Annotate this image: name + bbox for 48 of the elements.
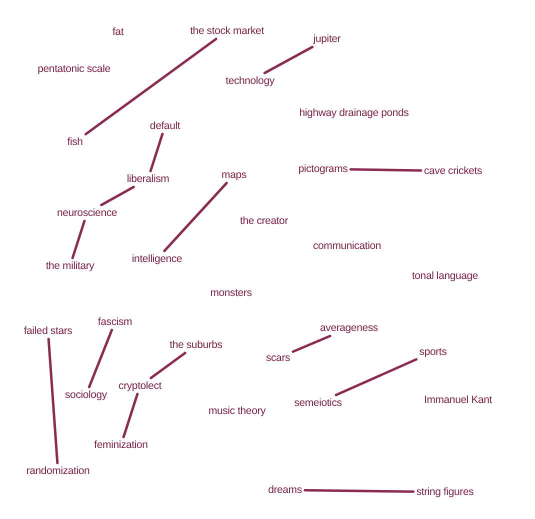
word-label: the suburbs xyxy=(168,339,224,351)
word-label: communication xyxy=(312,240,382,252)
word-label: monsters xyxy=(209,287,253,299)
word-label: semeiotics xyxy=(293,397,343,409)
word-label: fish xyxy=(66,136,84,148)
word-label: failed stars xyxy=(22,325,74,337)
word-label: intelligence xyxy=(130,253,184,265)
word-label: technology xyxy=(224,75,276,87)
word-label: feminization xyxy=(93,439,149,451)
connector-line xyxy=(84,38,218,136)
word-label: default xyxy=(148,120,182,132)
word-label: fat xyxy=(111,26,125,38)
word-label: scars xyxy=(264,352,292,364)
word-label: dreams xyxy=(267,484,303,496)
word-label: neuroscience xyxy=(56,207,118,219)
word-label: the creator xyxy=(239,215,289,227)
connector-line xyxy=(149,132,164,172)
word-label: highway drainage ponds xyxy=(298,107,410,119)
word-label: cave crickets xyxy=(422,165,484,177)
word-label: pictograms xyxy=(297,163,349,175)
word-label: cryptolect xyxy=(118,380,162,392)
word-label: Immanuel Kant xyxy=(422,394,494,406)
connector-line xyxy=(150,352,186,380)
connector-line xyxy=(349,168,422,172)
word-label: sociology xyxy=(64,389,108,401)
connector-line xyxy=(122,392,139,438)
connector-line xyxy=(88,328,114,388)
word-label: averageness xyxy=(319,322,379,334)
word-label: sports xyxy=(418,346,448,358)
connector-line xyxy=(334,358,418,396)
word-label: liberalism xyxy=(126,173,170,185)
word-label: the stock market xyxy=(189,25,265,37)
connector-line xyxy=(163,182,228,252)
connector-line xyxy=(304,489,415,493)
word-label: pentatonic scale xyxy=(36,63,112,75)
word-label: music theory xyxy=(207,405,267,417)
word-label: the military xyxy=(44,260,96,272)
connector-line xyxy=(47,338,59,464)
connector-line xyxy=(263,46,314,74)
word-label: fascism xyxy=(96,316,134,328)
word-label: jupiter xyxy=(312,33,342,45)
word-label: string figures xyxy=(415,486,475,498)
word-label: randomization xyxy=(25,465,91,477)
connector-line xyxy=(292,334,332,353)
connector-line xyxy=(100,186,135,206)
word-label: maps xyxy=(220,169,248,181)
word-label: tonal language xyxy=(410,270,480,282)
connector-line xyxy=(71,220,86,260)
